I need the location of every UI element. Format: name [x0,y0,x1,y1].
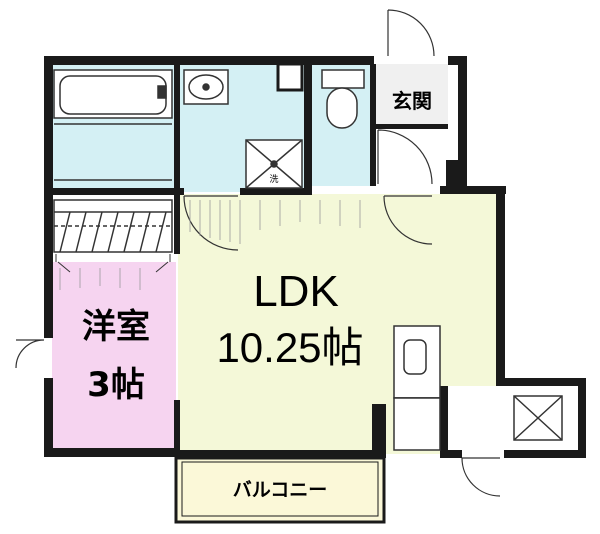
western-size: 3帖 [87,365,145,405]
wall-south-ldk [176,450,376,458]
wall-bath-wash [174,64,180,192]
wall-west [44,56,53,338]
wall-toilet-west [304,64,312,194]
wall-genkan-south [374,124,448,129]
wall-east-step [496,378,586,386]
wall-se-bottom-right [504,450,586,458]
western-label: 洋室 [82,307,150,347]
doors [15,9,501,497]
wall-ldk-kitchen-stub [372,404,386,458]
ldk-hall-door [383,195,433,245]
wall-wet-south [44,188,184,195]
entrance-door [387,9,435,57]
wall-genkan-stub [446,160,466,190]
se-door [461,457,501,497]
west-door [15,339,45,369]
balcony-outline [174,456,386,524]
kitchen-counter [393,325,441,451]
ldk-label: LDK [253,267,339,316]
washbasin [183,69,229,105]
wall-wet-south-2 [240,188,312,195]
genkan-label: 玄関 [392,89,432,113]
balcony-label: バルコニー [233,479,328,501]
wall-pillar [276,62,304,92]
wall-north [44,56,374,65]
wall-ldk-east [496,186,505,386]
wall-west-lower [44,378,53,454]
bathtub [53,69,173,181]
wall-se-bottom [440,450,462,458]
utility-shaft [513,395,563,441]
drain-mark: 洗 [269,173,278,185]
closet [53,199,173,253]
wall-east-upper [458,56,467,194]
wall-ne-step [440,186,506,194]
wall-western-ldk-low [174,400,180,456]
washing-machine-pan [245,139,303,189]
toilet [321,69,365,129]
floor-hatching [59,200,361,290]
closet-doors [55,254,171,273]
wall-south-left [44,448,180,457]
ldk-size: 10.25帖 [216,324,363,371]
wall-north-right [448,56,466,65]
genkan-fill [374,64,448,128]
western-fill [52,262,176,452]
genkan-inner-door [377,129,433,185]
wall-se-block [440,386,448,458]
wall-east-outer [578,378,586,458]
balcony-inner-outline [181,461,379,517]
balcony-fill [176,458,384,522]
walls [44,56,586,458]
wall-western-ldk [174,194,180,254]
wall-toilet-east [370,64,376,186]
